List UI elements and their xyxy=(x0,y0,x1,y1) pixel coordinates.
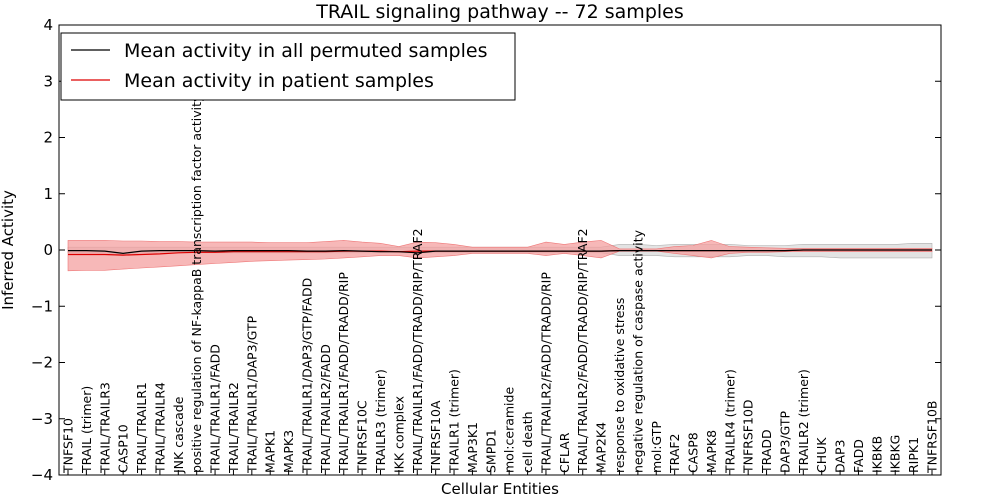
legend-label-permuted: Mean activity in all permuted samples xyxy=(124,40,487,62)
x-category-label: mol:ceramide xyxy=(502,387,517,473)
y-tick-label: 3 xyxy=(43,72,53,90)
x-category-label: TRAIL/TRAILR2/FADD/TRADD/RIP/TRAF2 xyxy=(575,228,590,474)
y-axis: −4 −3 −2 −1 0 1 2 3 4 xyxy=(31,16,941,484)
y-tick-label: −3 xyxy=(31,410,53,428)
x-axis-label: Cellular Entities xyxy=(441,480,559,498)
y-tick-label: 1 xyxy=(43,185,53,203)
x-category-label: CASP8 xyxy=(686,432,701,473)
x-category-label: IKBKG xyxy=(888,435,903,473)
x-category-label: TRAILR4 (trimer) xyxy=(722,369,737,474)
x-category-label: FADD xyxy=(851,439,866,473)
chart-title: TRAIL signaling pathway -- 72 samples xyxy=(315,1,684,23)
x-category-label: TRAIL/TRAILR1/FADD xyxy=(208,344,223,474)
y-tick-label: −1 xyxy=(31,297,53,315)
x-category-label: TRAILR1 (trimer) xyxy=(447,369,462,474)
x-category-label: response to oxidative stress xyxy=(612,298,627,473)
x-category-label: TRAILR2 (trimer) xyxy=(796,369,811,474)
x-category-label: IKBKB xyxy=(869,436,884,473)
x-category-label: JNK cascade xyxy=(171,396,186,474)
x-category-label: TRAIL/TRAILR2/FADD xyxy=(318,344,333,474)
legend-label-patient: Mean activity in patient samples xyxy=(124,70,434,92)
x-category-label: TRADD xyxy=(759,429,774,474)
x-category-label: TRAIL/TRAILR2/FADD/TRADD/RIP xyxy=(539,272,554,474)
x-category-label: TNFSF10 xyxy=(61,418,76,474)
line-permuted xyxy=(68,249,932,255)
x-category-label: TNFRSF10D xyxy=(741,399,756,474)
y-tick-label: 2 xyxy=(43,129,53,147)
x-category-label: MAP2K4 xyxy=(594,422,609,473)
x-category-label: MAP3K1 xyxy=(465,422,480,473)
y-tick-label: 4 xyxy=(43,16,53,34)
x-category-label: DAP3/GTP xyxy=(777,410,792,473)
x-category-label: MAPK8 xyxy=(704,430,719,473)
legend-box xyxy=(60,32,516,101)
x-category-label: TRAILR3 (trimer) xyxy=(373,369,388,474)
x-category-label: IKK complex xyxy=(391,396,406,473)
x-category-label: TRAIL/TRAILR1 xyxy=(134,382,149,474)
x-category-label: TRAIL/TRAILR3 xyxy=(97,382,112,474)
x-category-label: TNFRSF10C xyxy=(355,400,370,474)
x-category-label: TRAIL/TRAILR1/DAP3/GTP/FADD xyxy=(300,278,315,474)
x-category-label: RIPK1 xyxy=(906,437,921,473)
x-category-label: TRAIL/TRAILR1/DAP3/GTP xyxy=(244,315,259,474)
x-category-label: TRAF2 xyxy=(667,433,682,474)
x-category-label: TRAIL/TRAILR4 xyxy=(152,382,167,474)
x-category-label: DAP3 xyxy=(833,440,848,473)
x-category-label: CFLAR xyxy=(557,432,572,473)
x-category-label: TRAIL/TRAILR2 xyxy=(226,382,241,474)
x-category-label: MAPK3 xyxy=(281,430,296,473)
legend: Mean activity in all permuted samples Me… xyxy=(60,32,516,101)
band-patient xyxy=(67,240,933,272)
x-category-label: TNFRSF10A xyxy=(428,400,443,474)
x-category-label: TRAIL/TRAILR1/FADD/TRADD/RIP xyxy=(336,272,351,474)
y-tick-label: −2 xyxy=(31,354,53,372)
series-lines xyxy=(68,249,932,256)
x-category-label: SMPD1 xyxy=(483,429,498,473)
x-category-label: cell death xyxy=(520,411,535,473)
x-category-label: CHUK xyxy=(814,437,829,473)
x-category-label: MAPK1 xyxy=(263,430,278,473)
x-category-label: negative regulation of caspase activity xyxy=(630,229,645,473)
x-category-label: CASP10 xyxy=(116,424,131,473)
y-tick-label: −4 xyxy=(31,466,53,484)
y-axis-label: Inferred Activity xyxy=(0,190,17,310)
x-category-label: TRAIL/TRAILR1/FADD/TRADD/RIP/TRAF2 xyxy=(410,228,425,474)
x-category-label: TRAIL (trimer) xyxy=(79,386,94,474)
x-category-label: mol:GTP xyxy=(649,421,664,473)
x-category-label: positive regulation of NF-kappaB transcr… xyxy=(189,94,204,473)
y-tick-label: 0 xyxy=(43,241,53,259)
x-category-label: TNFRSF10B xyxy=(925,401,940,474)
